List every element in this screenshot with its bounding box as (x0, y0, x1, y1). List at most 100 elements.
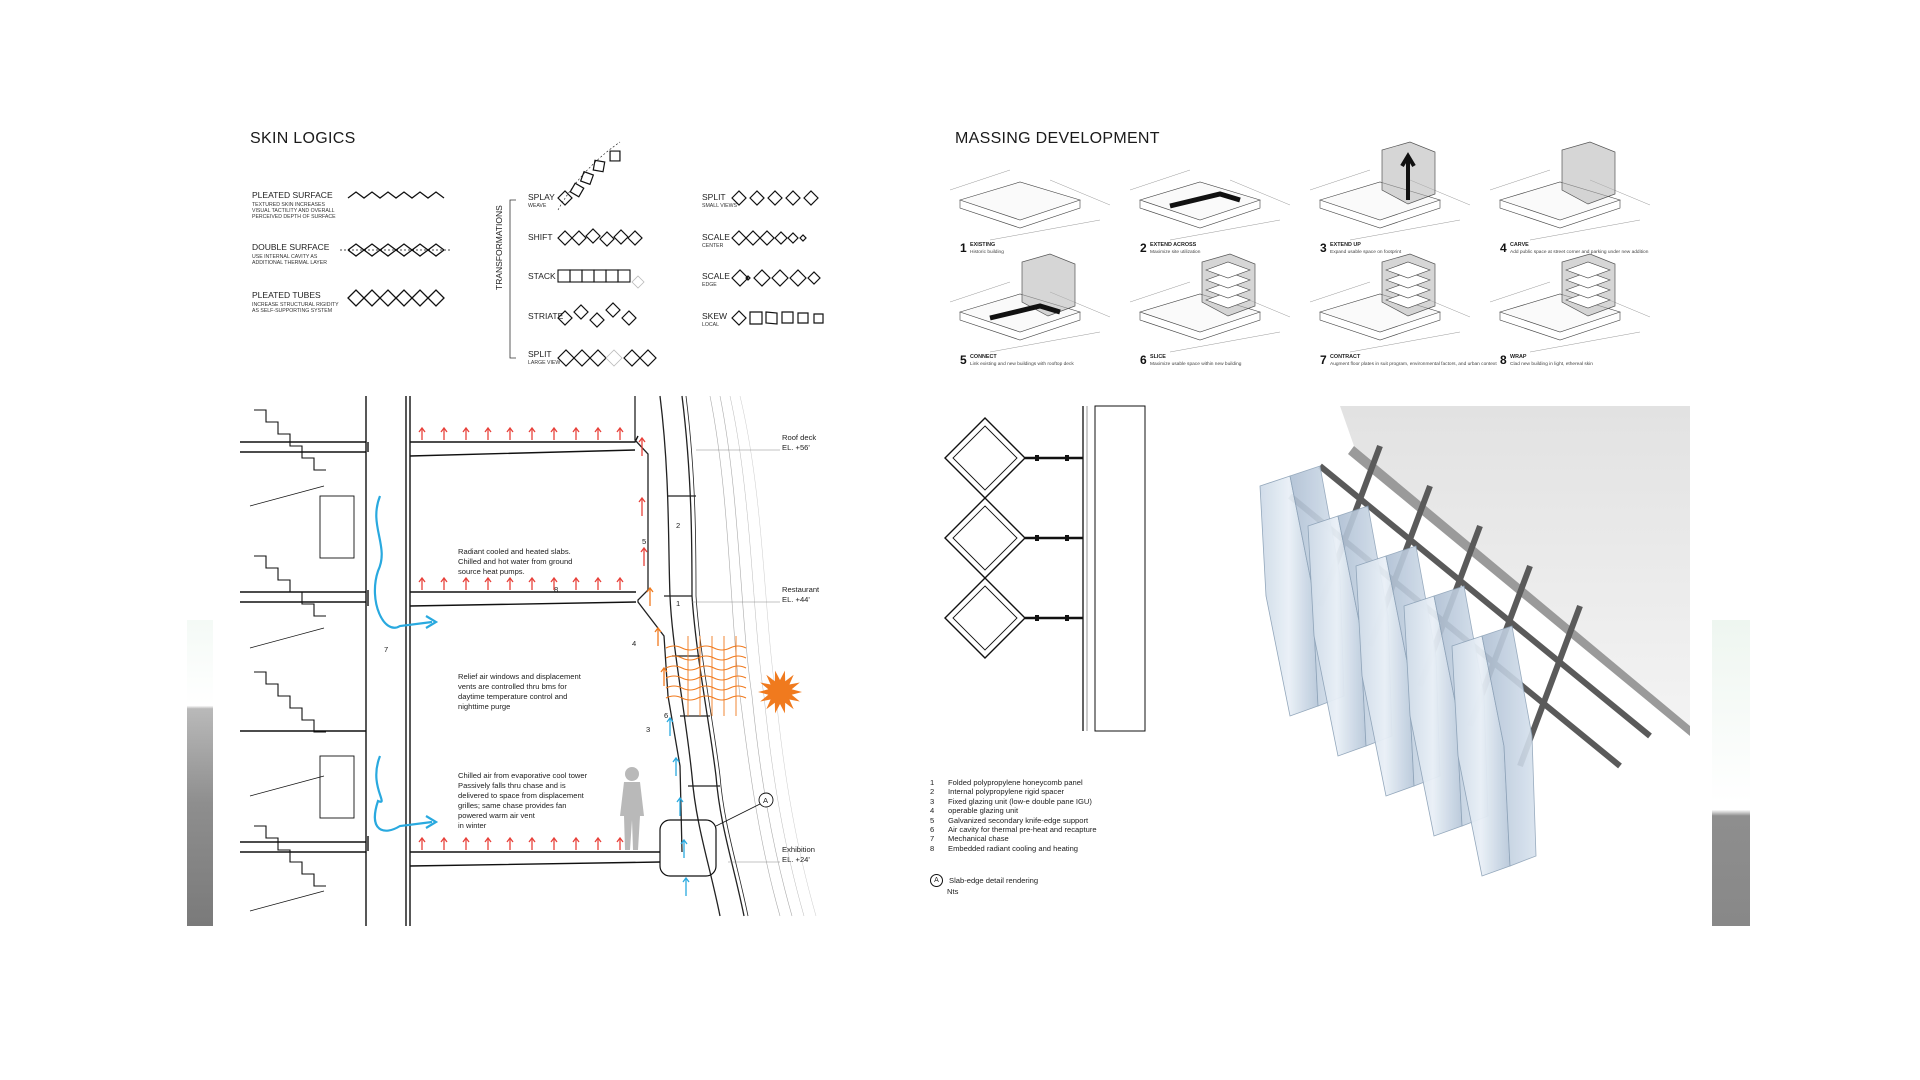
airflow-arrow (680, 838, 688, 858)
svg-text:in winter: in winter (458, 821, 487, 830)
massing-step-name: CONTRACT (1330, 354, 1361, 360)
transform-shift: SHIFT (528, 228, 643, 247)
airflow-arrow (682, 876, 690, 896)
legend-text: Fixed glazing unit (low-e double pane IG… (948, 796, 1092, 806)
transform-split-large: SPLIT LARGE VIEW (528, 349, 657, 367)
tube-section-detail (944, 405, 1146, 732)
airflow-arrow (660, 666, 668, 686)
airflow-arrow (506, 426, 514, 440)
stair-left (249, 409, 326, 912)
skin-logics-title: SKIN LOGICS (250, 130, 356, 147)
massing-step-name: WRAP (1510, 354, 1527, 360)
elevation-name: Roof deck (782, 433, 816, 442)
massing-step-name: EXTEND ACROSS (1150, 242, 1197, 248)
massing-step-name: EXISTING (970, 242, 995, 248)
svg-text:Restaurant: Restaurant (782, 585, 820, 594)
svg-text:STRIATE: STRIATE (528, 311, 564, 321)
svg-text:EL. +24': EL. +24' (782, 855, 810, 864)
panel-rendering (1259, 406, 1690, 877)
airflow-arrow (484, 426, 492, 440)
svg-text:AS SELF-SUPPORTING SYSTEM: AS SELF-SUPPORTING SYSTEM (252, 308, 332, 314)
legend-text: Embedded radiant cooling and heating (948, 843, 1079, 853)
elevation-lines (692, 449, 780, 863)
detail-label-block: A Slab-edge detail rendering Nts (930, 874, 1038, 896)
massing-step-number: 8 (1500, 353, 1507, 367)
airflow-arrow (528, 836, 536, 850)
note-radiant: Radiant cooled and heated slabs. Chilled… (458, 547, 572, 576)
massing-step-number: 7 (1320, 353, 1327, 367)
svg-text:Passively falls thru chase and: Passively falls thru chase and is (458, 781, 566, 790)
massing-step-number: 3 (1320, 241, 1327, 255)
airflow-arrow (572, 836, 580, 850)
svg-text:8: 8 (554, 585, 558, 594)
massing-step-number: 5 (960, 353, 967, 367)
svg-text:EL. +44': EL. +44' (782, 595, 810, 604)
airflow-arrow (462, 576, 470, 590)
svg-text:nighttime purge: nighttime purge (458, 702, 510, 711)
airflow-arrow (572, 576, 580, 590)
airflow-arrow (676, 796, 684, 816)
svg-text:SPLIT: SPLIT (528, 349, 552, 359)
transform-skew: SKEW LOCAL (702, 310, 824, 328)
massing-title: MASSING DEVELOPMENT (955, 130, 1160, 147)
airflow-arrow (506, 836, 514, 850)
legend-number: 7 (930, 834, 935, 844)
surface-double: DOUBLE SURFACE USE INTERNAL CAVITY AS AD… (252, 242, 452, 266)
massing-step-number: 1 (960, 241, 967, 255)
detail-callout-circle: A (930, 874, 943, 887)
svg-text:LARGE VIEW: LARGE VIEW (528, 360, 560, 366)
airflow-arrow (640, 546, 648, 566)
surface-pleated: PLEATED SURFACE TEXTURED SKIN INCREASES … (252, 190, 445, 220)
svg-text:grilles; same chase provides f: grilles; same chase provides fan (458, 801, 566, 810)
section-drawing: Roof deck EL. +56' Restaurant EL. +44' E… (240, 395, 820, 926)
component-numbers: 1 2 3 4 5 6 7 8 (384, 521, 680, 734)
transform-striate: STRIATE (528, 302, 637, 328)
detail-scale: Nts (947, 887, 959, 896)
svg-text:daytime temperature control an: daytime temperature control and (458, 692, 567, 701)
svg-text:7: 7 (384, 645, 388, 654)
svg-text:3: 3 (646, 725, 650, 734)
airflow-arrow (594, 836, 602, 850)
svg-text:Chilled and hot water from gro: Chilled and hot water from ground (458, 557, 572, 566)
legend-number: 4 (930, 806, 935, 816)
airflow-arrow (440, 426, 448, 440)
svg-text:2: 2 (676, 521, 680, 530)
airflow-arrow (646, 586, 654, 606)
airflow-arrow (484, 576, 492, 590)
airflow-arrow (418, 576, 426, 590)
massing-step-desc: Add public space at street corner and pa… (1510, 249, 1649, 255)
legend-text: Mechanical chase (948, 834, 1009, 844)
transformations-label: TRANSFORMATIONS (494, 205, 504, 290)
transform-scale-edge: SCALE EDGE (702, 269, 821, 288)
legend-number: 5 (930, 815, 935, 825)
person-silhouette (620, 767, 644, 850)
right-edge-strip (1712, 620, 1750, 926)
sun-ray (665, 695, 747, 701)
svg-text:powered warm air vent: powered warm air vent (458, 811, 536, 820)
airflow-arrow (506, 576, 514, 590)
legend-item: 8 Embedded radiant cooling and heating (930, 844, 1097, 853)
note-relief: Relief air windows and displacement vent… (458, 672, 582, 711)
svg-text:SPLAY: SPLAY (528, 192, 555, 202)
cool-air-flow (373, 495, 439, 629)
airflow-arrow (440, 576, 448, 590)
elevation-value: EL. +56' (782, 443, 810, 452)
airflow-arrow (550, 576, 558, 590)
transform-splay: SPLAY WEAVE (528, 141, 621, 211)
svg-text:PERCEIVED DEPTH OF SURFACE: PERCEIVED DEPTH OF SURFACE (252, 214, 336, 220)
legend-text: Folded polypropylene honeycomb panel (948, 778, 1083, 787)
legend-number: 8 (930, 843, 935, 853)
airflow-arrow (418, 426, 426, 440)
note-chilled: Chilled air from evaporative cool tower … (458, 771, 588, 830)
airflow-arrow (550, 426, 558, 440)
airflow-arrow (638, 436, 646, 456)
airflow-arrow (572, 426, 580, 440)
